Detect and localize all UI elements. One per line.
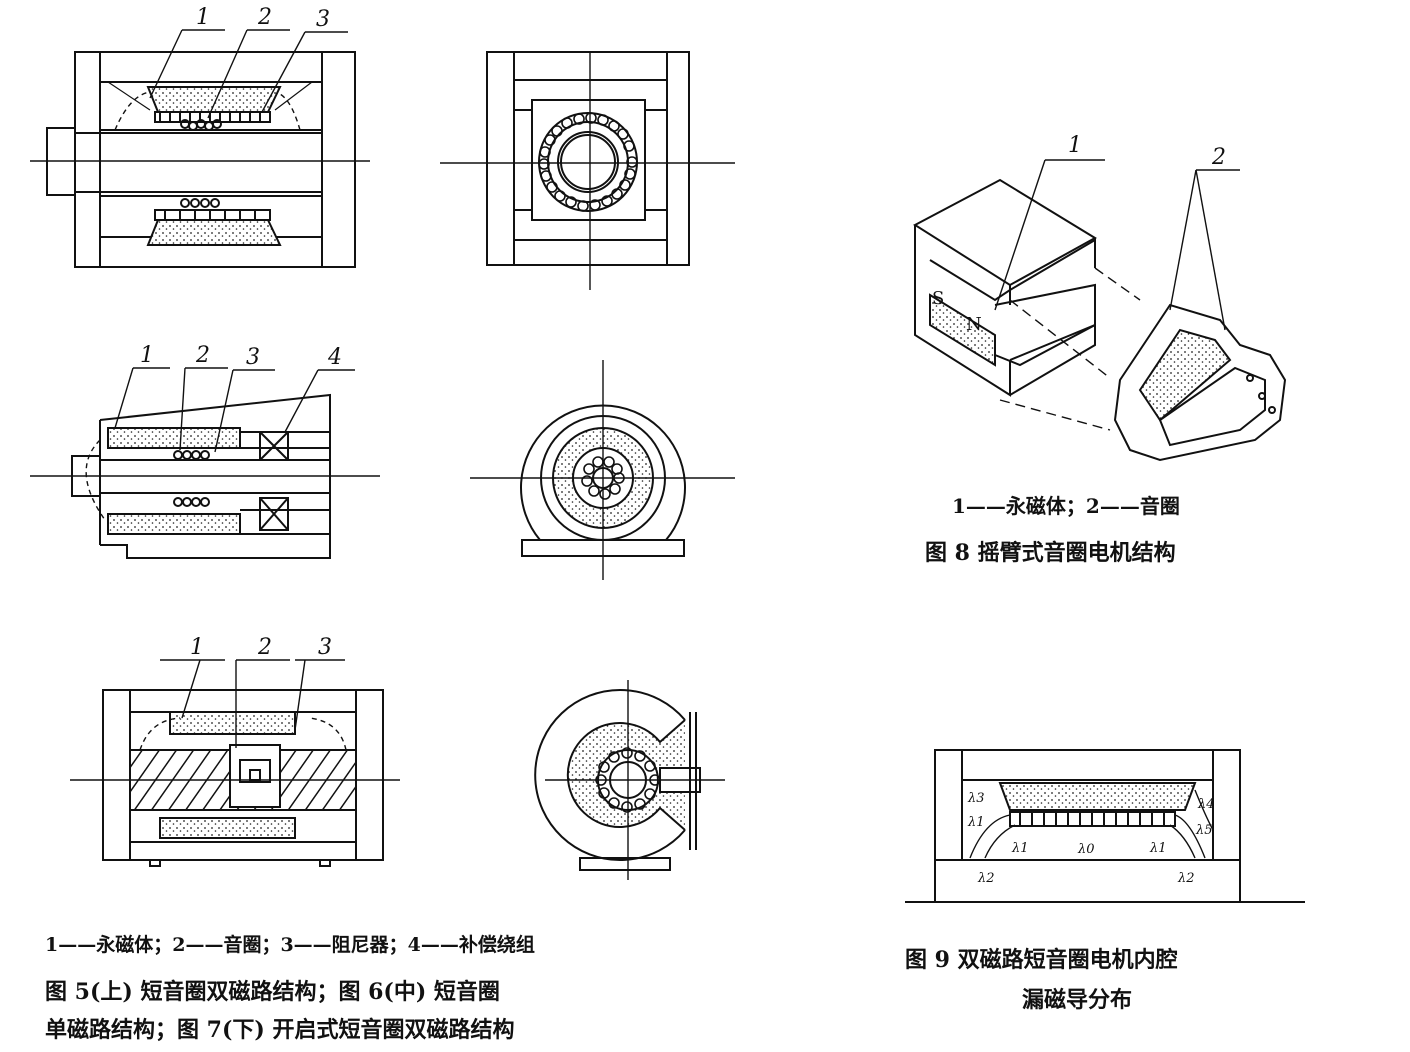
fig9-labels: λ3 λ1 λ1 λ0 λ1 λ2 λ2 λ4 λ5: [967, 791, 1215, 886]
fig9-lambda4: λ4: [1197, 797, 1215, 812]
fig5-side-view: [30, 29, 370, 268]
fig7-label-1: 1: [190, 635, 204, 660]
fig6-label-2: 2: [195, 343, 210, 368]
magnet-s-label: S: [932, 288, 944, 309]
fig9-caption-line2: 漏磁导分布: [1022, 987, 1133, 1013]
fig9-lambda3: λ3: [967, 791, 985, 806]
fig6-label-4: 4: [327, 345, 342, 370]
fig8-caption: 图 8 摇臂式音圈电机结构: [925, 540, 1176, 566]
fig7-side-view: [70, 659, 400, 867]
fig6-side-view: [30, 367, 380, 559]
left-legend: 1——永磁体；2——音圈；3——阻尼器；4——补偿绕组: [45, 934, 535, 956]
fig9-lambda5: λ5: [1195, 823, 1213, 838]
fig9-lambda1-right: λ1: [1149, 841, 1167, 856]
fig9-lambda1-inner: λ1: [1011, 841, 1029, 856]
fig5-coil-ring: [538, 112, 638, 212]
fig8-legend: 1——永磁体；2——音圈: [952, 494, 1180, 518]
fig7-labels: 1 2 3: [190, 635, 332, 660]
fig5-label-1: 1: [196, 5, 210, 30]
fig9-caption-line1: 图 9 双磁路短音圈电机内腔: [905, 947, 1178, 973]
fig6-label-3: 3: [246, 345, 260, 370]
fig7-end-view: [534, 680, 725, 880]
fig9-lambda0: λ0: [1077, 842, 1095, 857]
fig9-drawing: [905, 749, 1305, 903]
fig6-labels: 1 2 3 4: [140, 343, 342, 370]
fig7-label-2: 2: [257, 635, 272, 660]
fig8-drawing: [913, 159, 1287, 462]
fig5-end-view: [440, 51, 735, 290]
fig8-label-1: 1: [1068, 133, 1082, 158]
left-caption-line1: 图 5(上) 短音圈双磁路结构；图 6(中) 短音圈: [45, 979, 500, 1005]
fig8-labels: 1 2 S N: [932, 133, 1226, 335]
fig5-label-2: 2: [257, 5, 272, 30]
fig9-lambda1-left: λ1: [967, 815, 985, 830]
fig8-label-2: 2: [1211, 145, 1226, 170]
fig9-lambda2-left: λ2: [977, 871, 995, 886]
fig6-end-view: [470, 360, 735, 580]
magnet-n-label: N: [966, 314, 982, 335]
fig7-label-3: 3: [318, 635, 332, 660]
fig5-label-3: 3: [316, 7, 330, 32]
fig5-labels: 1 2 3: [196, 5, 330, 32]
fig9-lambda2-right: λ2: [1177, 871, 1195, 886]
left-caption-line2: 单磁路结构；图 7(下) 开启式短音圈双磁路结构: [45, 1017, 515, 1043]
fig6-label-1: 1: [140, 343, 154, 368]
